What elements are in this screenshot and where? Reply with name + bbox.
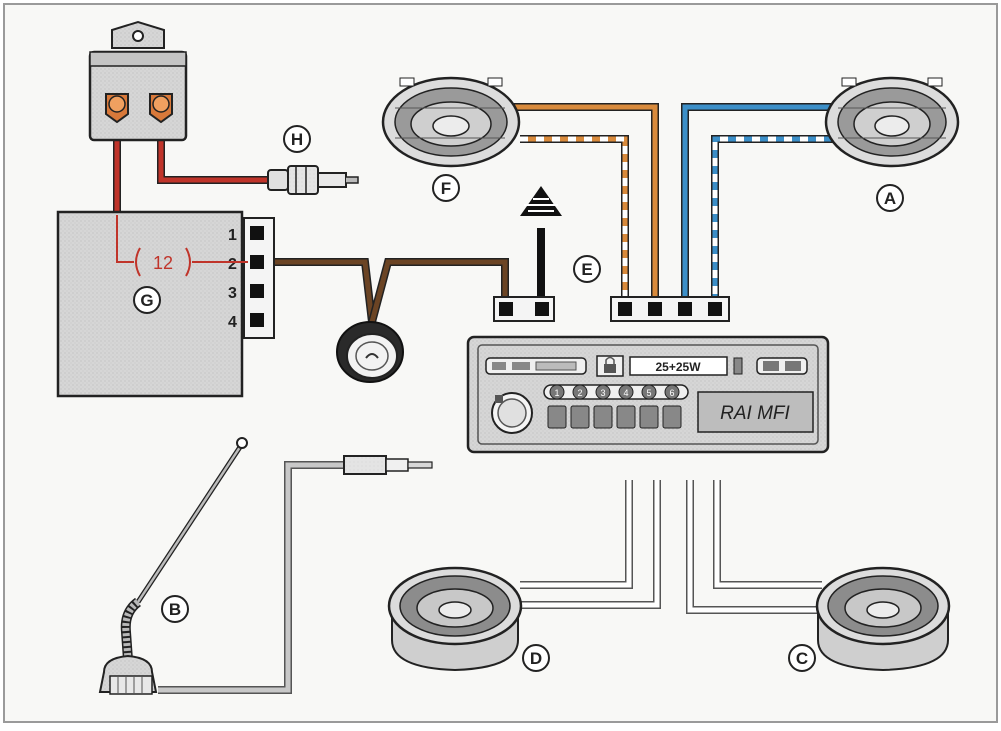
label-g: G: [133, 286, 161, 314]
power-connector: [493, 296, 555, 322]
preset-buttons: 1 2 3 4 5: [543, 384, 689, 429]
svg-text:F: F: [441, 179, 451, 198]
svg-text:H: H: [291, 130, 303, 149]
brown-wire-power: [274, 258, 509, 324]
terminal-right: [149, 93, 173, 124]
svg-text:5: 5: [646, 388, 651, 398]
preset-button-4: 4: [616, 384, 636, 429]
preset-button-3: 3: [593, 384, 613, 429]
station-display: [697, 391, 814, 433]
fuse-symbol: 12: [116, 215, 248, 277]
svg-text:E: E: [581, 260, 592, 279]
speaker-connector: [610, 296, 730, 322]
speaker-a-wires: [681, 103, 840, 298]
speaker-d: [387, 566, 523, 672]
volume-knob: [491, 392, 533, 434]
power-display: [629, 356, 728, 376]
label-h: H: [283, 125, 311, 153]
label-e: E: [573, 255, 601, 283]
speaker-c-wires: [686, 480, 822, 614]
svg-text:G: G: [140, 291, 153, 310]
ignition-unit: [88, 20, 188, 142]
label-d: D: [522, 644, 550, 672]
preset-button-2: 2: [570, 384, 590, 429]
svg-text:1: 1: [554, 388, 559, 398]
spark-plug: [267, 165, 359, 195]
speaker-f-wires: [512, 103, 659, 298]
speaker-f: [381, 76, 521, 168]
module-pin-4: 4: [228, 314, 237, 331]
antenna-plug: [343, 455, 433, 475]
radio-head-unit: 25+25W 1 2 3: [466, 335, 830, 454]
svg-text:B: B: [169, 600, 181, 619]
label-b: B: [161, 595, 189, 623]
preset-button-5: 5: [639, 384, 659, 429]
preset-button-6: 6: [662, 384, 682, 429]
label-c: C: [788, 644, 816, 672]
svg-text:2: 2: [577, 388, 582, 398]
control-module: 1 2 3 4 12: [56, 210, 275, 398]
module-pin-3: 3: [228, 285, 237, 302]
speaker-a: [824, 76, 960, 168]
wiring: [113, 103, 840, 694]
fuse-value: 12: [153, 253, 173, 273]
module-pin-2: 2: [228, 256, 237, 273]
svg-text:6: 6: [669, 388, 674, 398]
label-f: F: [432, 174, 460, 202]
svg-text:C: C: [796, 649, 808, 668]
preset-button-1: 1: [547, 384, 567, 429]
svg-text:4: 4: [623, 388, 628, 398]
terminal-left: [105, 93, 129, 124]
svg-text:3: 3: [600, 388, 605, 398]
power-display-text: 25+25W: [655, 360, 701, 374]
speaker-c: [815, 566, 951, 672]
svg-text:A: A: [884, 189, 896, 208]
label-a: A: [876, 184, 904, 212]
antenna-cable: [158, 461, 345, 694]
speaker-d-wires: [520, 480, 661, 609]
station-display-text: RAI MFI: [720, 403, 790, 424]
lock-icon: [596, 355, 624, 377]
ground-arrow: [520, 186, 562, 216]
red-wire-to-spark-plug: [157, 132, 268, 184]
noise-filter-capacitor: [336, 321, 404, 383]
svg-text:D: D: [530, 649, 542, 668]
antenna: [98, 437, 248, 695]
module-pin-1: 1: [228, 227, 237, 244]
